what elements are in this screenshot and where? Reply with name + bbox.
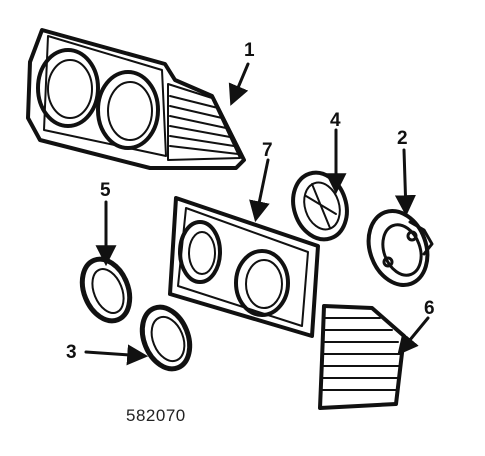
sealed-beam-lamp — [291, 170, 349, 242]
callout-5: 5 — [100, 180, 111, 201]
figure-part-number: 582070 — [126, 406, 186, 425]
leader-arrow-7 — [249, 158, 270, 223]
callout-4: 4 — [330, 110, 341, 131]
headlamp-bezel — [168, 196, 320, 338]
lamp-mounting-ring — [366, 209, 434, 287]
callout-3: 3 — [66, 342, 77, 363]
corner-lamp-lens-upper — [167, 83, 241, 161]
corner-lamp-lens — [318, 304, 406, 410]
callout-6: 6 — [424, 298, 435, 319]
leader-arrow-1 — [228, 62, 250, 106]
callout-7: 7 — [262, 140, 273, 161]
trim-ring — [139, 304, 193, 372]
leader-arrow-2 — [394, 148, 416, 217]
leader-arrow-3 — [84, 344, 149, 366]
callout-2: 2 — [397, 128, 408, 149]
leader-arrow-6 — [397, 316, 430, 356]
retaining-ring — [79, 256, 133, 324]
callout-1: 1 — [244, 40, 255, 61]
headlamp-housing-upper — [26, 28, 246, 170]
